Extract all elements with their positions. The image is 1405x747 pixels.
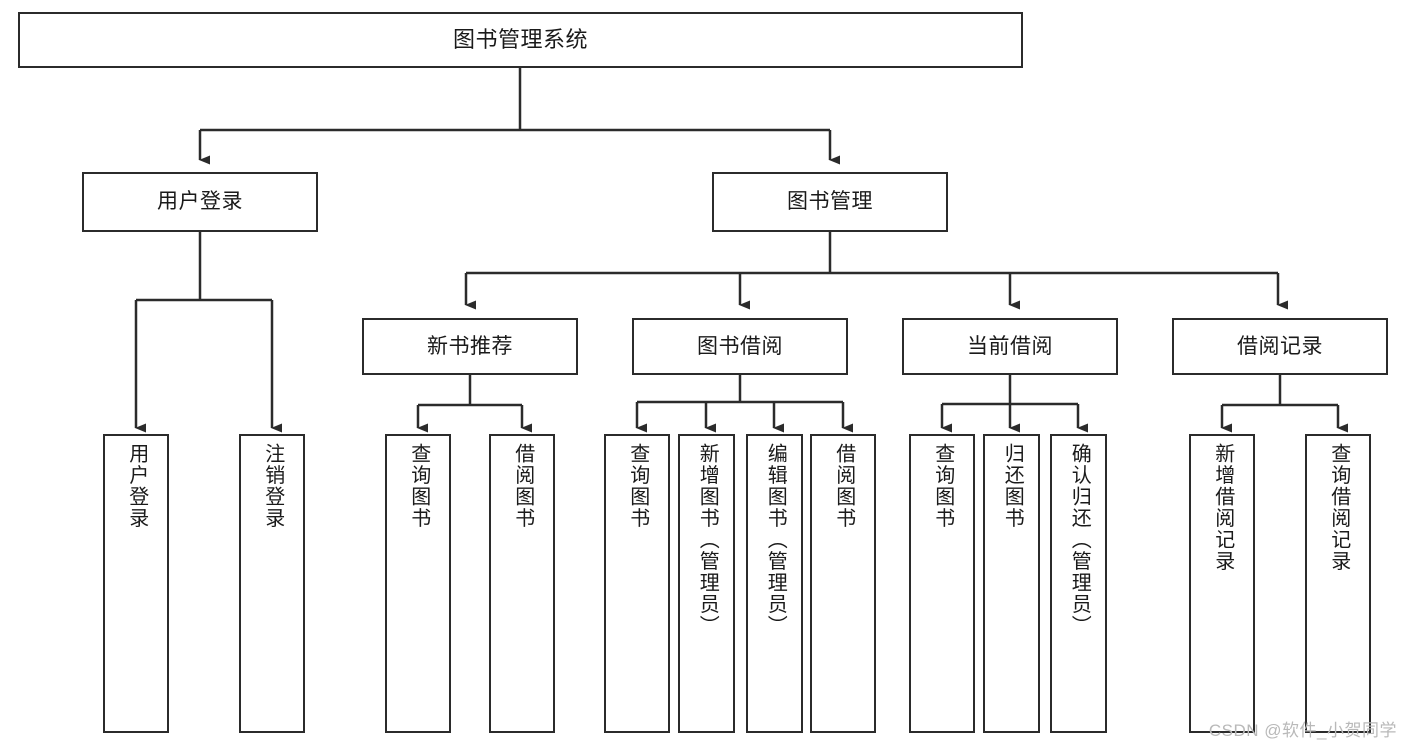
leaf-return-book[interactable]: 归还图书 (983, 434, 1040, 733)
leaf-edit-book-admin[interactable]: 编辑图书（管理员） (746, 434, 803, 733)
node-root[interactable]: 图书管理系统 (18, 12, 1023, 68)
node-root-label: 图书管理系统 (452, 26, 588, 52)
leaf-add-borrow-record-label: 新增借阅记录 (1211, 443, 1234, 572)
node-borrow-record-label: 借阅记录 (1237, 334, 1323, 358)
leaf-query-book-borrow[interactable]: 查询图书 (604, 434, 670, 733)
leaf-query-borrow-record[interactable]: 查询借阅记录 (1305, 434, 1371, 733)
leaf-confirm-return-admin-label: 确认归还（管理员） (1068, 443, 1091, 637)
node-book-borrow[interactable]: 图书借阅 (632, 318, 848, 375)
node-new-book-recommend-label: 新书推荐 (427, 334, 513, 358)
leaf-query-book-new-label: 查询图书 (407, 443, 430, 529)
node-current-borrow-label: 当前借阅 (967, 334, 1053, 358)
leaf-add-borrow-record[interactable]: 新增借阅记录 (1189, 434, 1255, 733)
node-user-login-label: 用户登录 (157, 190, 243, 214)
leaf-query-book-current-label: 查询图书 (931, 443, 954, 529)
node-user-login[interactable]: 用户登录 (82, 172, 318, 232)
leaf-logout-login-label: 注销登录 (261, 443, 284, 529)
leaf-query-book-new[interactable]: 查询图书 (385, 434, 451, 733)
leaf-borrow-book-borrow[interactable]: 借阅图书 (810, 434, 876, 733)
leaf-query-book-borrow-label: 查询图书 (626, 443, 649, 529)
node-book-borrow-label: 图书借阅 (697, 334, 783, 358)
leaf-confirm-return-admin[interactable]: 确认归还（管理员） (1050, 434, 1107, 733)
node-book-management[interactable]: 图书管理 (712, 172, 948, 232)
leaf-user-login-label: 用户登录 (125, 443, 148, 529)
leaf-query-book-current[interactable]: 查询图书 (909, 434, 975, 733)
leaf-return-book-label: 归还图书 (1001, 443, 1024, 529)
leaf-edit-book-admin-label: 编辑图书（管理员） (764, 443, 787, 637)
leaf-add-book-admin-label: 新增图书（管理员） (696, 443, 719, 637)
leaf-add-book-admin[interactable]: 新增图书（管理员） (678, 434, 735, 733)
leaf-logout-login[interactable]: 注销登录 (239, 434, 305, 733)
node-new-book-recommend[interactable]: 新书推荐 (362, 318, 578, 375)
node-current-borrow[interactable]: 当前借阅 (902, 318, 1118, 375)
leaf-borrow-book-new[interactable]: 借阅图书 (489, 434, 555, 733)
node-borrow-record[interactable]: 借阅记录 (1172, 318, 1388, 375)
leaf-borrow-book-borrow-label: 借阅图书 (832, 443, 855, 529)
node-book-management-label: 图书管理 (787, 190, 873, 214)
leaf-user-login[interactable]: 用户登录 (103, 434, 169, 733)
leaf-borrow-book-new-label: 借阅图书 (511, 443, 534, 529)
leaf-query-borrow-record-label: 查询借阅记录 (1327, 443, 1350, 572)
